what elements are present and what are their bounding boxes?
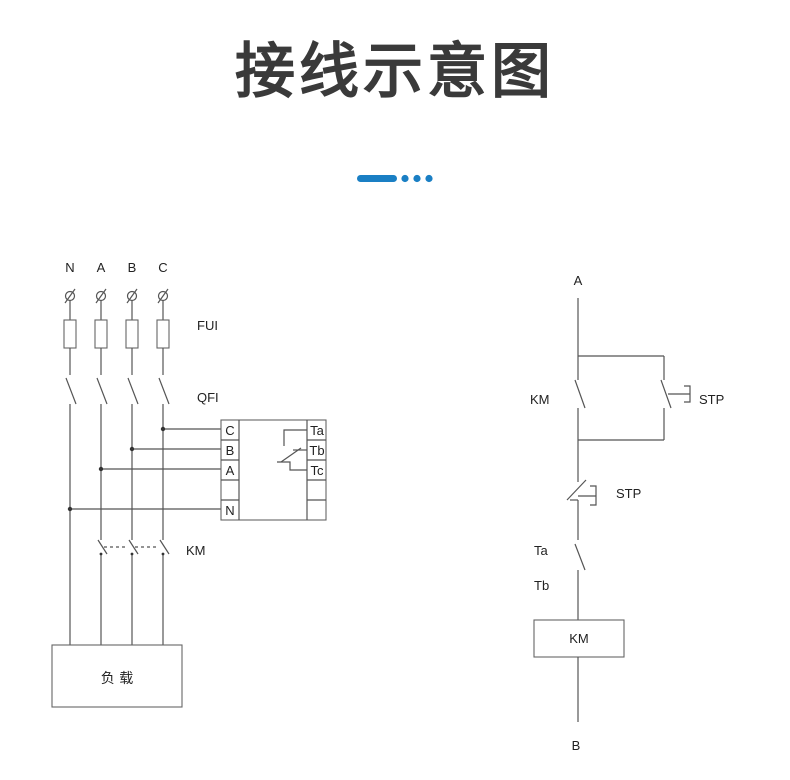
fuse-icon [94, 319, 108, 349]
relay-terminal-n: N [225, 503, 234, 518]
relay-contact-icon [277, 429, 307, 471]
relay-terminal-c: C [225, 423, 234, 438]
stp-nc-contact-icon [566, 479, 597, 506]
decoration-pill [357, 175, 397, 182]
decoration-dot [425, 174, 433, 183]
km-hold-contact-label: KM [530, 392, 550, 407]
stp-push-button-icon [660, 379, 691, 409]
stp-label-mid: STP [616, 486, 641, 501]
title-decoration [357, 174, 433, 183]
phase-label-a: A [97, 260, 106, 275]
fuse-icon [63, 319, 77, 349]
fuse-icon [156, 319, 170, 349]
breaker-contacts [65, 377, 170, 405]
load-label: 负 载 [101, 671, 133, 687]
phase-label-b: B [128, 260, 137, 275]
phase-label-c: C [158, 260, 167, 275]
relay-terminal-ta: Ta [310, 423, 325, 438]
page-title: 接线示意图 [235, 37, 555, 107]
breaker-label: QFI [197, 390, 219, 405]
relay-module: C B A N Ta Tb Tc [220, 419, 327, 521]
decoration-dot [413, 174, 421, 183]
decoration-dot [401, 174, 409, 183]
contactor-contacts [69, 539, 170, 645]
relay-terminal-tc: Tc [311, 463, 325, 478]
line-label-b: B [572, 738, 581, 753]
relay-terminal-tb: Tb [309, 443, 324, 458]
km-coil-label: KM [569, 631, 589, 646]
right-control-diagram: A KM STP STP Ta Tb KM [530, 273, 724, 753]
fuse-icon [125, 319, 139, 349]
terminal-symbols [64, 288, 169, 304]
load-box [51, 644, 183, 708]
km-coil-box [533, 619, 625, 658]
relay-terminal-b: B [226, 443, 235, 458]
stp-label-top: STP [699, 392, 724, 407]
left-wiring-diagram: N A B C FUI [51, 260, 327, 708]
line-label-a: A [574, 273, 583, 288]
phase-label-n: N [65, 260, 74, 275]
ta-label: Ta [534, 543, 549, 558]
relay-terminal-a: A [226, 463, 235, 478]
tb-label: Tb [534, 578, 549, 593]
fuse-label: FUI [197, 318, 218, 333]
fuse-symbols [63, 319, 170, 349]
contactor-label: KM [186, 543, 206, 558]
